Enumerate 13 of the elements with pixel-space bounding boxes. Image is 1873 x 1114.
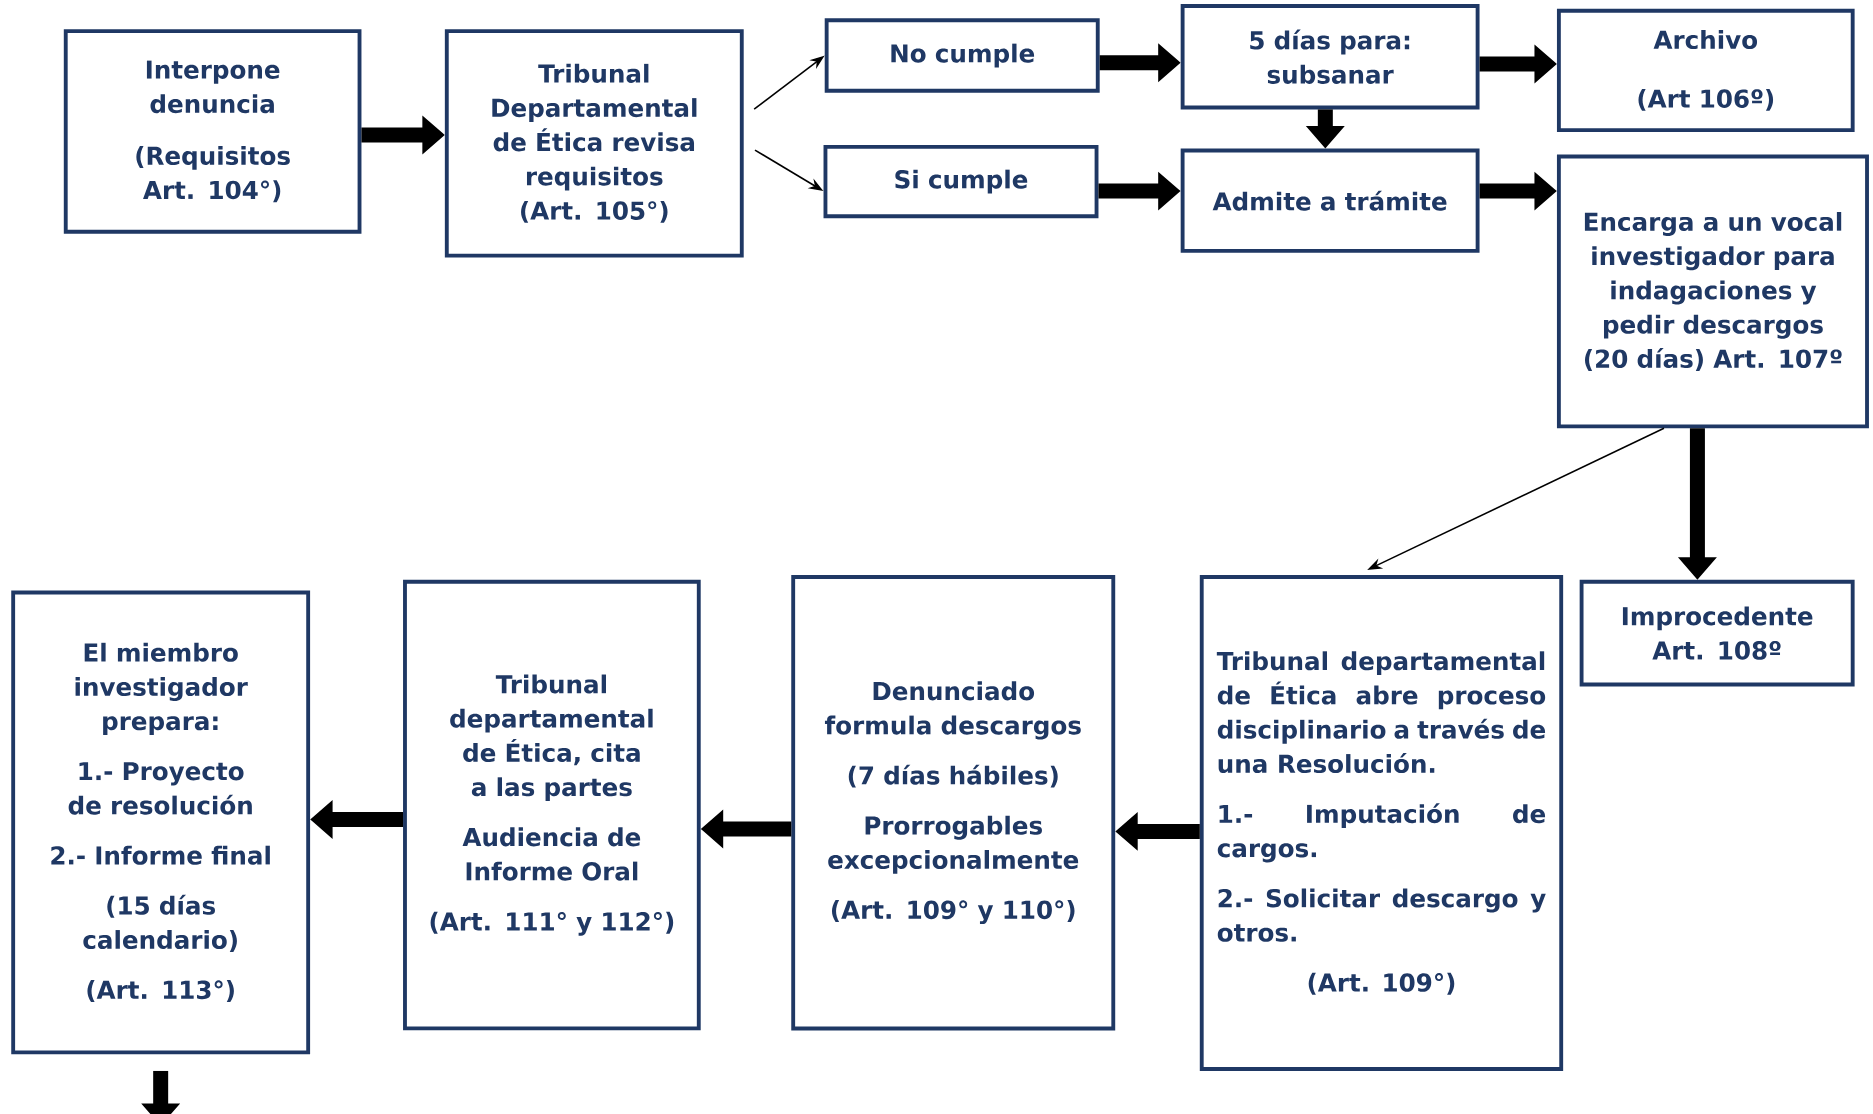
process-box: Tribunal Departamental de Ética revisa requisitos (Art. 105°) (444, 28, 744, 258)
process-box: Archivo (Art 106º) (1556, 8, 1855, 132)
process-box: Encarga a un vocal investigador para indagaciones y pedir descargos (20 días) Art. 107º (1556, 154, 1869, 429)
process-box: Si cumple (823, 144, 1099, 218)
process-box: Tribunal departamental de Ética abre proceso disciplinario a través de una Resolución. 1.- Imputación de cargos. 2.- Solicitar descargo y otros. (Art. 109°) (1199, 574, 1564, 1071)
process-box: Interpone denuncia (Requisitos Art. 104°) (63, 28, 362, 234)
process-box: El miembro investigador prepara: 1.- Proyecto de resolución 2.- Informe final (15 días calendario) (Art. 113°) (11, 590, 311, 1055)
process-box: Admite a trámite (1180, 148, 1480, 253)
process-box: 5 días para: subsanar (1180, 3, 1480, 110)
process-box: Improcedente Art. 108º (1579, 579, 1855, 687)
process-box: Denunciado formula descargos (7 días hábiles) Prorrogables excepcionalmente (Art. 109° y 110°) (791, 574, 1116, 1031)
process-box: Tribunal departamental de Ética, cita a las partes Audiencia de Informe Oral (Art. 111° y 112°) (403, 579, 701, 1031)
process-box: No cumple (824, 18, 1100, 93)
